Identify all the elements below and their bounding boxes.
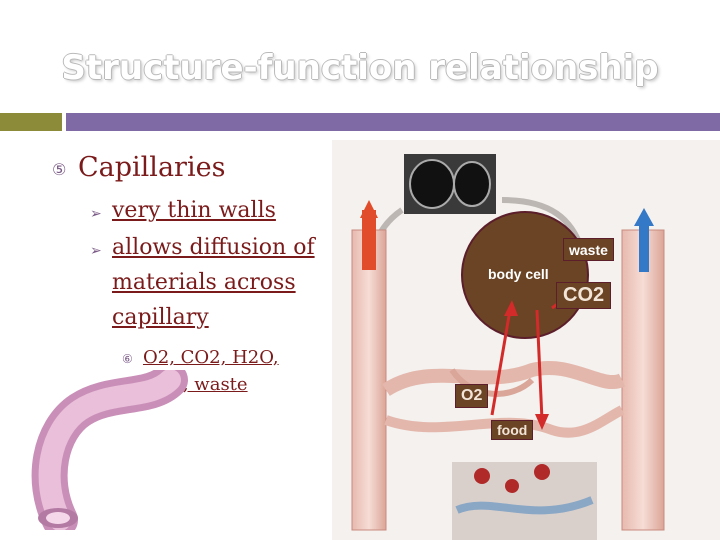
arrow-bullet-icon: ➢ (90, 206, 102, 222)
heading-capillaries: Capillaries (78, 152, 226, 183)
co2-label-box: CO2 (556, 282, 612, 309)
slide-title: Structure-function relationship (61, 48, 659, 88)
capillary-exchange-diagram (332, 140, 720, 540)
level1-bullet-icon: ⑤ (52, 160, 67, 179)
bullet-thin-walls: very thin walls (112, 198, 276, 223)
bullet-diffusion-line3: capillary (112, 305, 209, 330)
title-bar-left (0, 113, 62, 131)
title-bar-right (66, 113, 720, 131)
o2-label: O2 (461, 387, 483, 404)
bullet-diffusion-line1: allows diffusion of (112, 235, 315, 260)
food-label-box: food (491, 420, 534, 440)
blue-blood-arrow (639, 224, 649, 272)
level3-bullet-icon: ⑥ (122, 352, 133, 366)
co2-label: CO2 (563, 284, 605, 306)
capillary-illustration (31, 370, 188, 530)
waste-label: waste (569, 242, 608, 258)
body-cell-label: body cell (488, 266, 549, 282)
red-blood-arrow (362, 210, 376, 270)
arrow-bullet-icon: ➢ (90, 243, 102, 259)
sub-bullet-line1: O2, CO2, H2O, (143, 347, 279, 368)
food-label: food (497, 422, 528, 438)
bullet-diffusion-line2: materials across (112, 270, 296, 295)
micrograph-bottom (452, 462, 597, 540)
waste-label-box: waste (563, 238, 614, 261)
o2-label-box: O2 (455, 384, 489, 408)
